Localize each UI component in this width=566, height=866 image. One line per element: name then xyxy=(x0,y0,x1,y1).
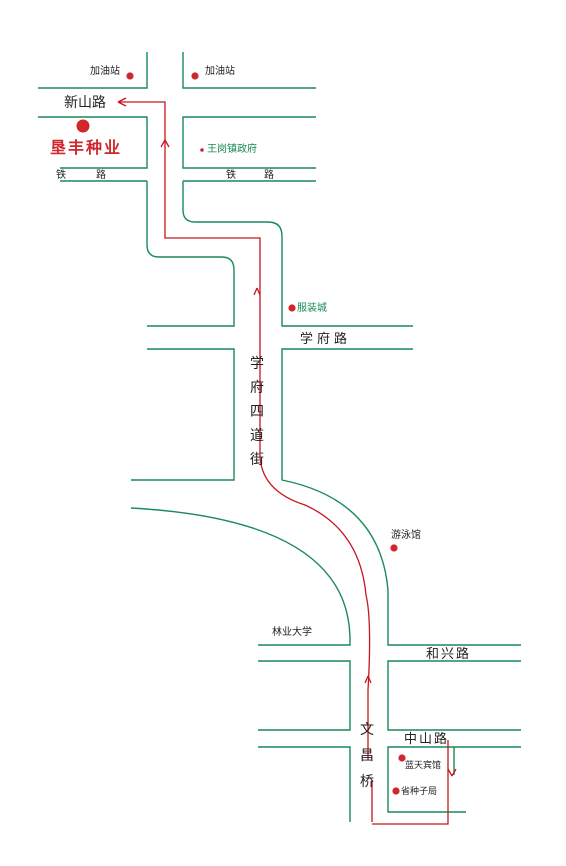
road-label-tielu-right-2: 路 xyxy=(264,168,274,181)
road-label-wenchang-3: 桥 xyxy=(360,774,374,790)
road-label-hexing: 和兴路 xyxy=(426,646,471,662)
place-marker-lantian-hotel xyxy=(398,754,406,762)
place-label-swimming-hall: 游泳馆 xyxy=(391,528,421,541)
road-label-zhongshan: 中山路 xyxy=(404,731,449,747)
road-label-xuefu-si-dao-2: 府 xyxy=(250,380,264,396)
place-label-company: 垦丰种业 xyxy=(50,138,122,157)
place-marker-gas-station-left xyxy=(126,72,134,80)
road-label-wenchang-1: 文 xyxy=(360,722,374,738)
place-label-gas-station-left: 加油站 xyxy=(90,64,120,77)
road-middle-segment xyxy=(130,181,521,646)
road-label-tielu-left-1: 铁 xyxy=(56,168,66,181)
place-marker-seed-bureau xyxy=(392,787,400,795)
road-label-xuefu-si-dao-5: 街 xyxy=(250,452,264,468)
place-label-gas-station-right: 加油站 xyxy=(205,64,235,77)
place-marker-swimming-hall xyxy=(390,544,398,552)
road-north-segment xyxy=(38,52,316,182)
place-label-seed-bureau: 省种子局 xyxy=(401,785,437,797)
road-label-tielu-right-1: 铁 xyxy=(226,168,236,181)
road-label-tielu-left-2: 路 xyxy=(96,168,106,181)
place-label-lantian-hotel: 蓝天宾馆 xyxy=(405,759,441,771)
road-south-segment xyxy=(258,660,521,822)
place-marker-clothing-city xyxy=(288,304,296,312)
place-label-town-government: 王岗镇政府 xyxy=(207,142,257,155)
place-marker-town-government xyxy=(200,148,204,152)
place-label-clothing-city: 服装城 xyxy=(297,301,327,314)
route-line xyxy=(117,97,457,825)
road-label-wenchang-2: 昌 xyxy=(360,748,374,764)
road-label-xinshan: 新山路 xyxy=(64,95,106,111)
road-label-xuefu-si-dao-3: 四 xyxy=(250,404,264,420)
road-label-xuefu: 学府路 xyxy=(300,331,351,347)
place-marker-gas-station-right xyxy=(191,72,199,80)
road-label-xuefu-si-dao-4: 道 xyxy=(250,428,264,444)
place-marker-company xyxy=(76,119,90,133)
place-label-forestry-university: 林业大学 xyxy=(272,625,312,638)
road-label-xuefu-si-dao-1: 学 xyxy=(250,356,264,372)
